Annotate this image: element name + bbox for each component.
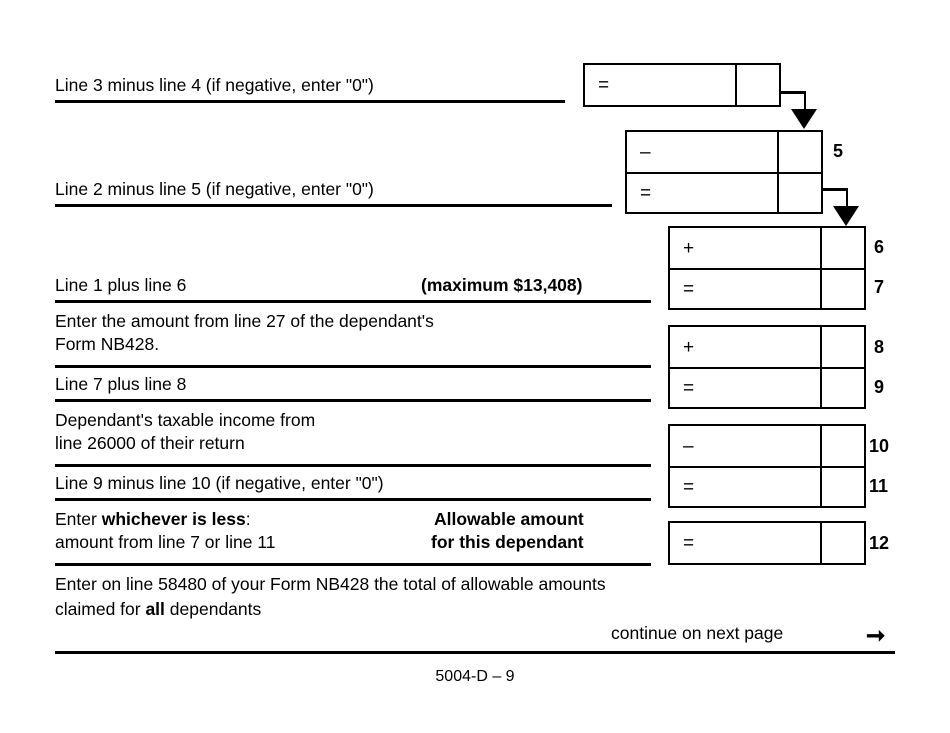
amount-box-row-11: = bbox=[670, 466, 864, 506]
label-line7-plus-line8: Line 7 plus line 8 bbox=[55, 374, 187, 394]
dollars-field-10[interactable]: – bbox=[670, 426, 822, 466]
closing-line2-bold: all bbox=[145, 599, 165, 619]
rule-line7-plus-line8 bbox=[55, 399, 651, 402]
cents-field-7[interactable] bbox=[822, 270, 864, 308]
dollars-field-11[interactable]: = bbox=[670, 468, 822, 506]
dollars-field-6[interactable]: + bbox=[670, 228, 822, 268]
closing-line2-prefix: claimed for bbox=[55, 599, 146, 619]
dollars-field-8[interactable]: + bbox=[670, 327, 822, 367]
amount-box-group-6-7: + = bbox=[668, 226, 866, 310]
operator-equals: = bbox=[683, 476, 695, 498]
operator-plus: + bbox=[683, 237, 695, 259]
operator-plus: + bbox=[683, 336, 695, 358]
operator-minus: – bbox=[683, 435, 694, 457]
amount-box-group-12: = bbox=[668, 521, 866, 565]
cents-field-line2-minus-line5[interactable] bbox=[779, 174, 821, 212]
closing-line2-suffix: dependants bbox=[164, 599, 262, 619]
amount-box-row-9: = bbox=[670, 367, 864, 407]
label-dependants-form-line2: Form NB428. bbox=[55, 334, 160, 354]
rule-dependant-taxable-income bbox=[55, 464, 651, 467]
dollars-field-5[interactable]: – bbox=[627, 132, 779, 172]
cents-field-8[interactable] bbox=[822, 327, 864, 367]
cents-field-12[interactable] bbox=[822, 523, 864, 563]
amount-box-row-10: – bbox=[670, 426, 864, 466]
amount-box-group-10-11: – = bbox=[668, 424, 866, 508]
cents-field-6[interactable] bbox=[822, 228, 864, 268]
amount-box-row-line3-minus-line4: = bbox=[585, 65, 779, 105]
label-line9-minus-line10: Line 9 minus line 10 (if negative, enter… bbox=[55, 473, 384, 493]
label-dependants-form-line1: Enter the amount from line 27 of the dep… bbox=[55, 311, 434, 331]
dollars-field-7[interactable]: = bbox=[670, 270, 822, 308]
closing-instruction-line1: Enter on line 58480 of your Form NB428 t… bbox=[55, 574, 606, 594]
right-arrow-icon: ➞ bbox=[866, 622, 886, 648]
box-number-6: 6 bbox=[874, 237, 885, 257]
cents-field-line3-minus-line4[interactable] bbox=[737, 65, 779, 105]
amount-box-row-line2-minus-line5: = bbox=[627, 172, 821, 212]
box-number-11: 11 bbox=[869, 476, 889, 496]
label-colon: : bbox=[245, 509, 251, 529]
operator-equals: = bbox=[683, 532, 695, 554]
box-number-10: 10 bbox=[869, 436, 890, 456]
label-whichever-is-less-line1: Enter whichever is less: bbox=[55, 508, 251, 531]
label-whichever-is-less-bold: whichever is less bbox=[101, 509, 246, 529]
rule-dependants-form bbox=[55, 365, 651, 368]
label-allowable-amount-line2: for this dependant bbox=[431, 532, 584, 552]
amount-box-group-line3-minus-line4: = bbox=[583, 63, 781, 107]
dollars-field-line2-minus-line5[interactable]: = bbox=[627, 174, 779, 212]
box-number-9: 9 bbox=[874, 377, 885, 397]
label-enter-prefix: Enter bbox=[55, 509, 102, 529]
rule-allowable-amount bbox=[55, 563, 651, 566]
connector-arrow-1 bbox=[781, 63, 841, 133]
cents-field-9[interactable] bbox=[822, 369, 864, 407]
box-number-5: 5 bbox=[833, 141, 844, 161]
label-dependant-taxable-income-line1: Dependant's taxable income from bbox=[55, 410, 316, 430]
box-number-8: 8 bbox=[874, 337, 885, 357]
box-number-7: 7 bbox=[874, 277, 885, 297]
operator-equals: = bbox=[683, 377, 695, 399]
amount-box-row-7: = bbox=[670, 268, 864, 308]
label-line1-plus-line6: Line 1 plus line 6 bbox=[55, 275, 187, 295]
label-amount-from-line7-or-line11: amount from line 7 or line 11 bbox=[55, 532, 276, 552]
amount-box-group-5: – = bbox=[625, 130, 823, 214]
operator-equals: = bbox=[598, 74, 610, 96]
label-maximum-amount: (maximum $13,408) bbox=[421, 275, 583, 295]
amount-box-row-8: + bbox=[670, 327, 864, 367]
rule-line9-minus-line10 bbox=[55, 498, 651, 501]
continue-on-next-page-label: continue on next page bbox=[611, 623, 784, 643]
amount-box-row-12: = bbox=[670, 523, 864, 563]
rule-line2-minus-line5 bbox=[55, 204, 612, 207]
cents-field-5[interactable] bbox=[779, 132, 821, 172]
down-arrow-icon bbox=[833, 206, 859, 226]
amount-box-group-8-9: + = bbox=[668, 325, 866, 409]
cents-field-10[interactable] bbox=[822, 426, 864, 466]
amount-box-row-6: + bbox=[670, 228, 864, 268]
dollars-field-line3-minus-line4[interactable]: = bbox=[585, 65, 737, 105]
amount-box-row-5-minus: – bbox=[627, 132, 821, 172]
dollars-field-12[interactable]: = bbox=[670, 523, 822, 563]
dollars-field-9[interactable]: = bbox=[670, 369, 822, 407]
label-line2-minus-line5: Line 2 minus line 5 (if negative, enter … bbox=[55, 179, 374, 199]
label-dependant-taxable-income-line2: line 26000 of their return bbox=[55, 433, 245, 453]
down-arrow-icon bbox=[791, 109, 817, 129]
operator-equals: = bbox=[683, 278, 695, 300]
label-line3-minus-line4: Line 3 minus line 4 (if negative, enter … bbox=[55, 75, 374, 95]
operator-minus: – bbox=[640, 141, 651, 163]
footer-divider-rule bbox=[55, 651, 895, 654]
box-number-12: 12 bbox=[869, 533, 890, 553]
rule-line3-minus-line4 bbox=[55, 100, 565, 103]
rule-line1-plus-line6 bbox=[55, 300, 651, 303]
closing-instruction-line2: claimed for all dependants bbox=[55, 598, 261, 621]
operator-equals: = bbox=[640, 182, 652, 204]
connector-arrow-2 bbox=[823, 168, 883, 238]
cents-field-11[interactable] bbox=[822, 468, 864, 506]
label-allowable-amount-line1: Allowable amount bbox=[434, 509, 584, 529]
page-footer-id: 5004-D – 9 bbox=[435, 668, 515, 685]
